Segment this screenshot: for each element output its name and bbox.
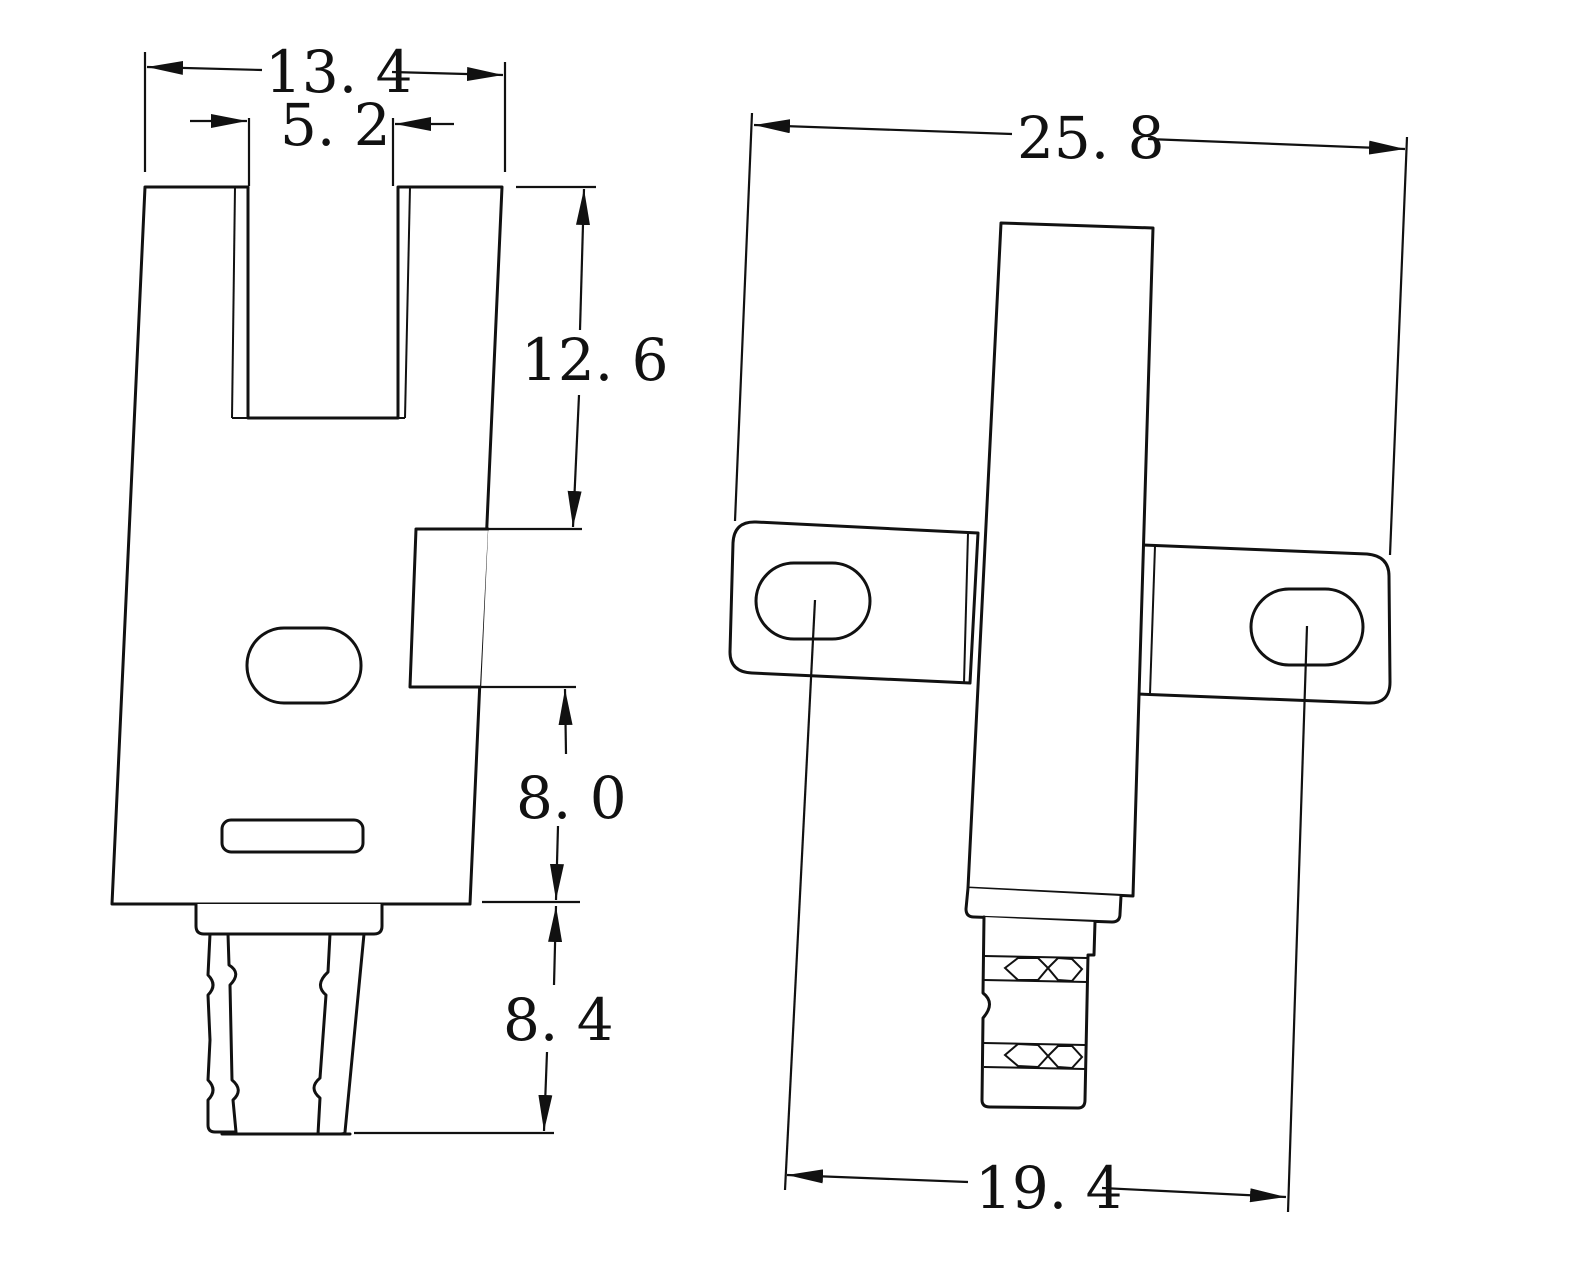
- lead-crimp-bands: [983, 955, 1088, 1070]
- lead-left: [206, 932, 240, 1134]
- dim-overall-width: 13. 4: [265, 38, 413, 106]
- lead-right: [312, 932, 366, 1136]
- dim-lower-height: 8. 0: [516, 764, 627, 832]
- side-lead: [980, 915, 1097, 1110]
- dim-line-lead-length: [548, 905, 563, 986]
- base-step: [194, 902, 384, 936]
- dim-line-overall-width: [146, 60, 263, 75]
- dim-flange-length: 25. 8: [1017, 104, 1165, 172]
- side-housing: [966, 221, 1155, 898]
- slot-inner-wall-left: [231, 186, 236, 419]
- dim-line-lower-height: [558, 688, 573, 755]
- front-view: [110, 185, 504, 1136]
- dim-line-hole-pitch: [786, 1169, 969, 1184]
- dim-lead-length: 8. 4: [503, 986, 614, 1054]
- dim-hole-pitch: 19. 4: [975, 1154, 1123, 1222]
- dim-slot-width: 5. 2: [280, 91, 391, 159]
- side-base-step: [964, 886, 1123, 924]
- front-window-slot: [220, 818, 365, 854]
- side-view: [728, 221, 1392, 1110]
- dim-line-slot-depth: [575, 188, 590, 331]
- side-boss: [408, 527, 490, 689]
- side-dimensions: 25. 8 19. 4: [733, 104, 1409, 1222]
- dim-slot-depth: 12. 6: [521, 326, 669, 394]
- front-oval-hole: [245, 626, 363, 705]
- front-dimensions: 13. 4 5. 2 12. 6 8. 0 8. 4: [143, 38, 669, 1135]
- slot-inner-wall-right: [404, 186, 411, 419]
- dim-line-flange-length: [753, 119, 1013, 136]
